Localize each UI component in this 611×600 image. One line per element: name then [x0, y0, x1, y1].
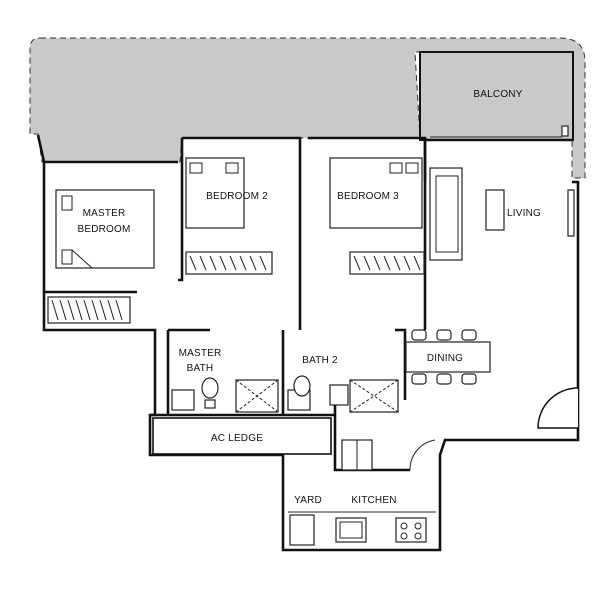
bath2-label: BATH 2	[302, 355, 338, 366]
master-bath-label-line2: BATH	[187, 363, 214, 374]
balcony-label: BALCONY	[473, 89, 522, 100]
master-bedroom-label-line1: MASTER	[83, 208, 126, 219]
bath2-fixtures	[287, 375, 399, 413]
exterior-walls	[36, 134, 580, 552]
main-door	[537, 387, 579, 429]
yard-label: YARD	[294, 495, 322, 506]
living-label: LIVING	[507, 208, 541, 219]
balcony-area	[419, 51, 574, 141]
interior-walls	[44, 162, 427, 472]
kitchen-label: KITCHEN	[351, 495, 396, 506]
bedroom3-label: BEDROOM 3	[337, 191, 399, 202]
living-table	[485, 189, 505, 231]
ac-ledge-area	[152, 417, 332, 455]
master-bath-label-line1: MASTER	[179, 348, 222, 359]
master-bed	[55, 189, 155, 269]
living-sofa	[429, 167, 463, 261]
tv-console	[567, 189, 575, 237]
dining-label: DINING	[427, 353, 463, 364]
ac-ledge-label: AC LEDGE	[211, 433, 263, 444]
dining-set	[405, 329, 491, 385]
master-bedroom-label-line2: BEDROOM	[77, 224, 130, 235]
bedroom3-wardrobe	[349, 251, 425, 275]
kitchen-fixtures	[288, 439, 436, 546]
bedroom2-bed	[185, 157, 245, 229]
bedroom2-wardrobe	[185, 251, 273, 275]
bedroom2-label: BEDROOM 2	[206, 191, 268, 202]
master-bath-fixtures	[171, 377, 279, 413]
bedroom3-bed	[329, 157, 423, 229]
master-wardrobe	[47, 296, 131, 324]
